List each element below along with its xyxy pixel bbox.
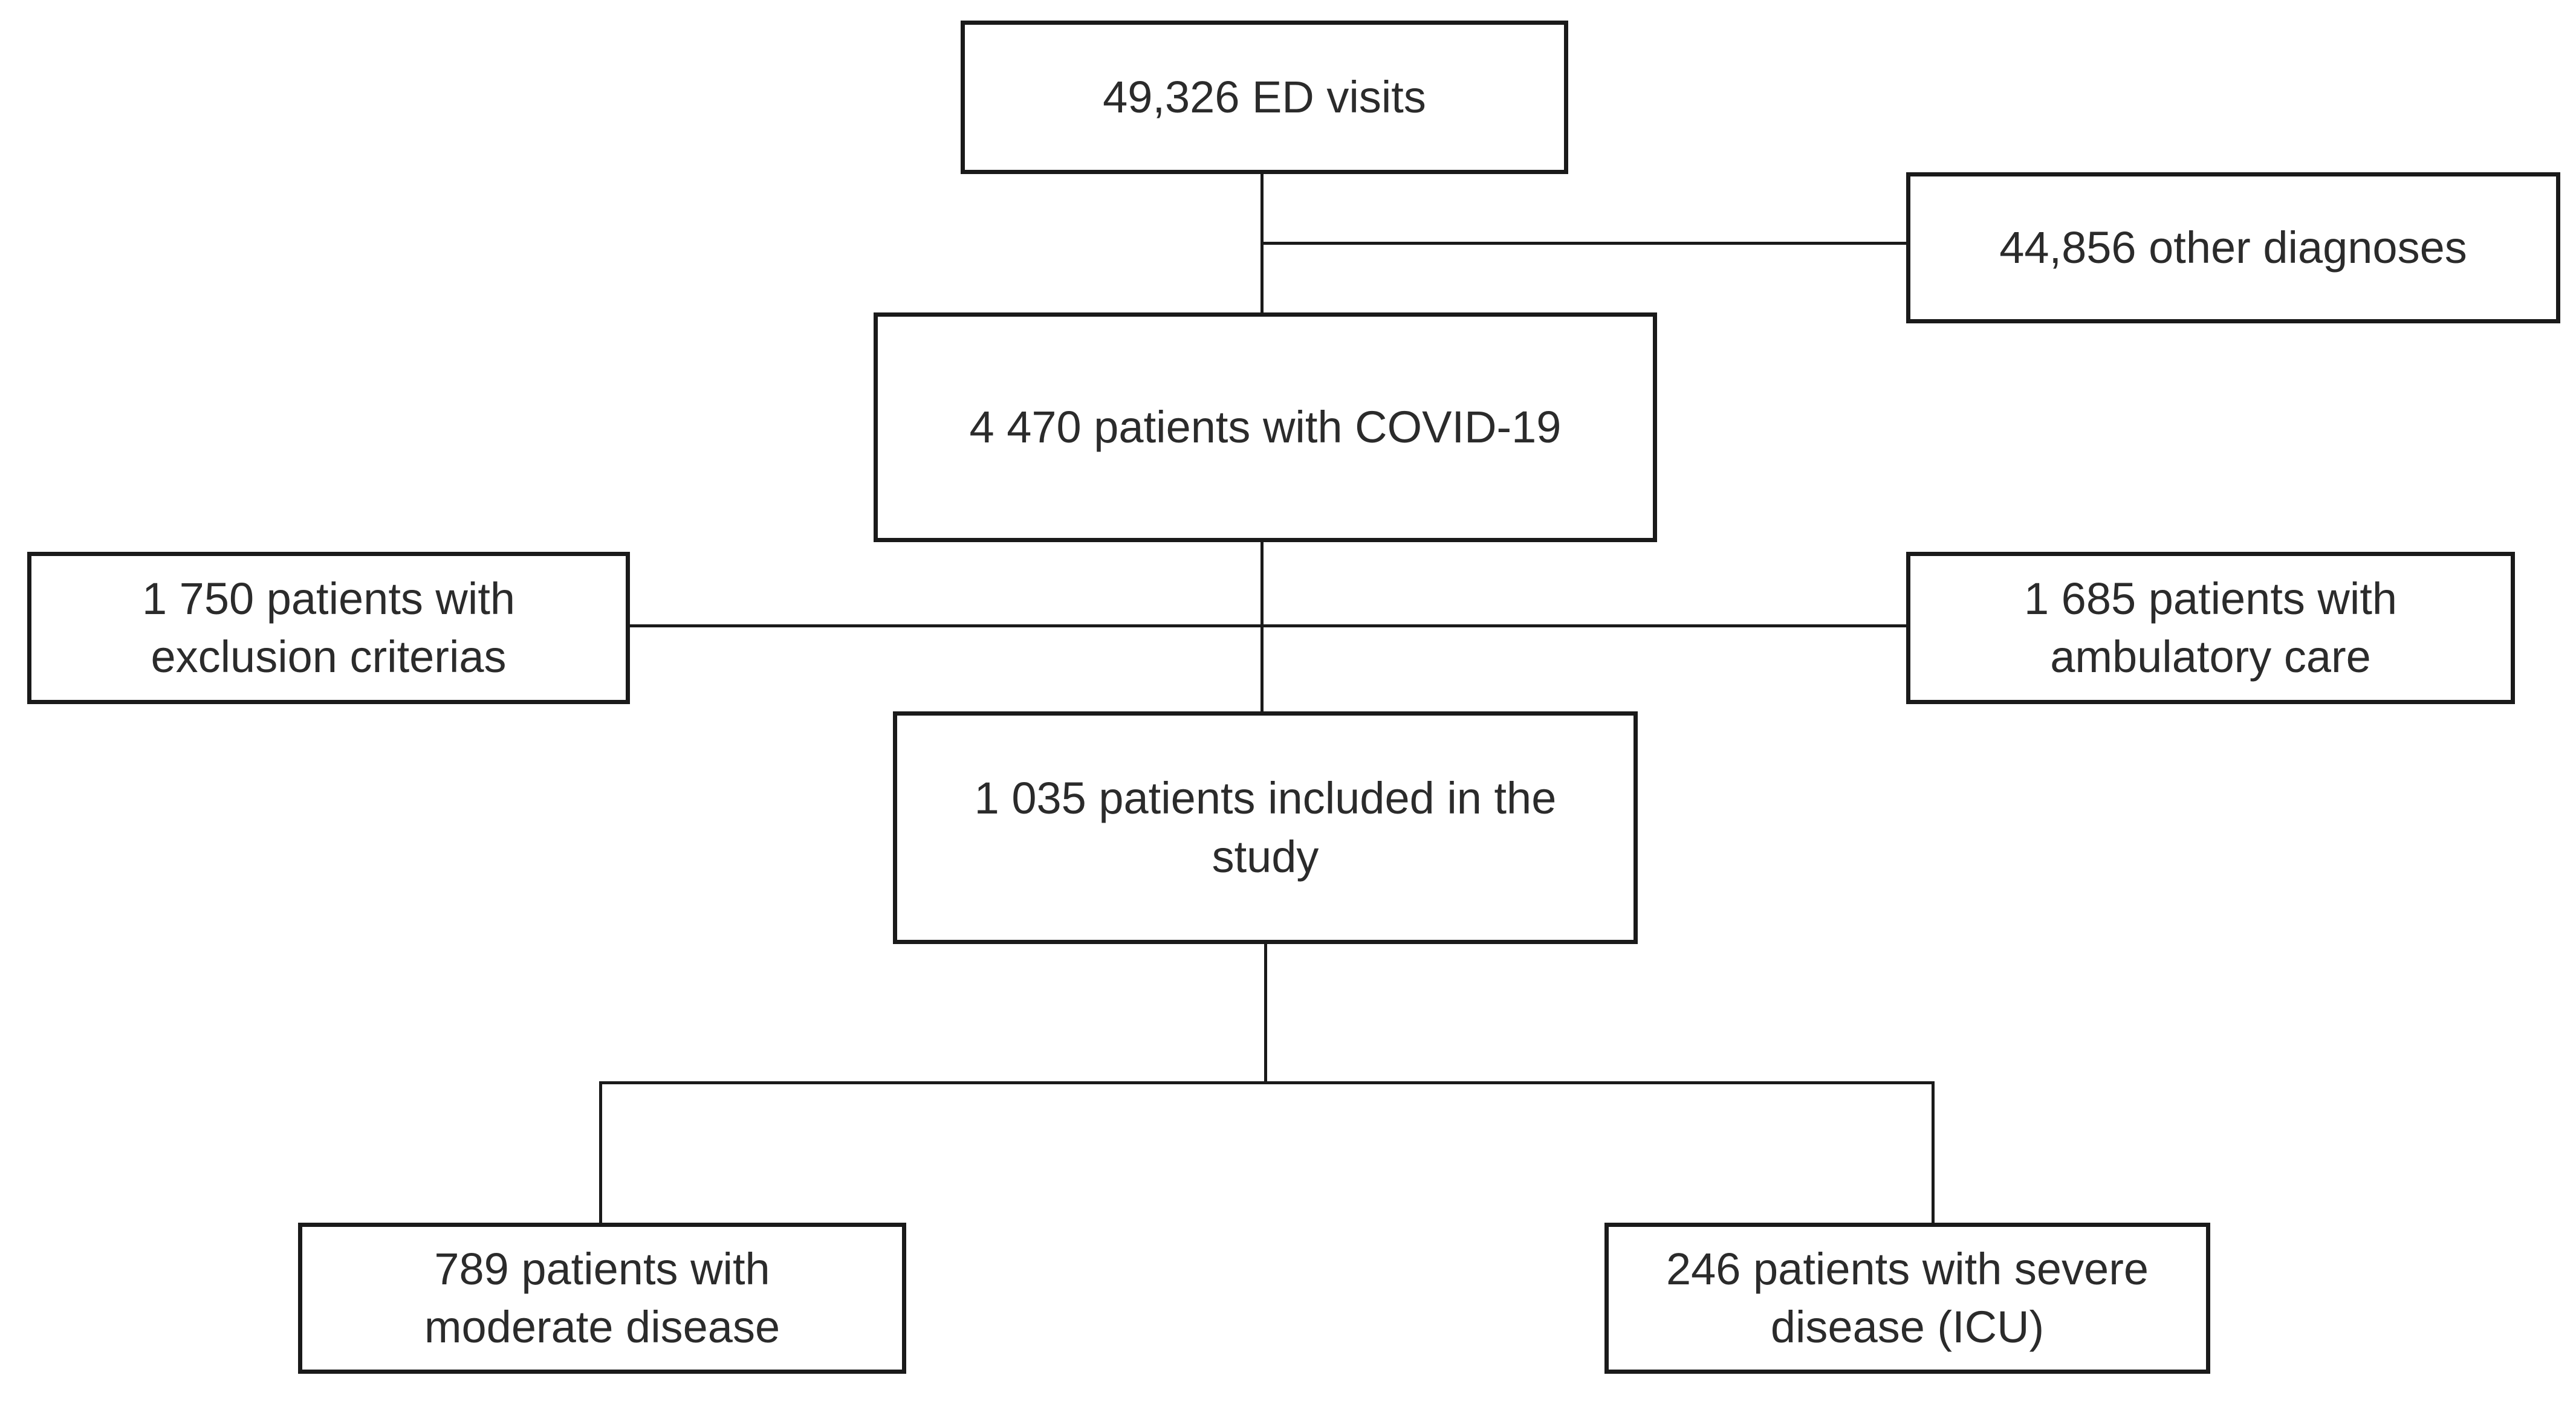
node-ed-visits: 49,326 ED visits <box>961 21 1568 174</box>
connector-branch-other-diagnoses <box>1260 242 1906 245</box>
connector-split-horizontal <box>599 1081 1935 1084</box>
connector-to-moderate-vertical <box>599 1081 602 1223</box>
node-ed-visits-label: 49,326 ED visits <box>1103 71 1426 122</box>
connector-included-down-vertical <box>1264 944 1267 1084</box>
node-severe-disease-icu-line2: disease (ICU) <box>1770 1302 2045 1352</box>
node-ambulatory-care-line2: ambulatory care <box>2050 632 2371 682</box>
node-exclusion-criterias: 1 750 patients with exclusion criterias <box>27 552 630 704</box>
connector-covid-to-included-vertical <box>1260 542 1264 713</box>
node-severe-disease-icu: 246 patients with severe disease (ICU) <box>1604 1223 2210 1374</box>
node-moderate-disease-line2: moderate disease <box>424 1302 780 1352</box>
node-moderate-disease-line1: 789 patients with <box>434 1243 770 1294</box>
node-included-in-study: 1 035 patients included in the study <box>893 711 1638 944</box>
node-included-in-study-line1: 1 035 patients included in the <box>974 773 1557 824</box>
node-covid-patients-label: 4 470 patients with COVID-19 <box>969 401 1562 452</box>
node-included-in-study-line2: study <box>1212 831 1319 882</box>
node-exclusion-criterias-line1: 1 750 patients with <box>141 573 516 624</box>
connector-branch-exclusion-ambulatory <box>630 624 1906 627</box>
node-severe-disease-icu-line1: 246 patients with severe <box>1666 1243 2149 1294</box>
node-moderate-disease: 789 patients with moderate disease <box>298 1223 906 1374</box>
node-ambulatory-care-line1: 1 685 patients with <box>2023 573 2398 624</box>
node-ambulatory-care: 1 685 patients with ambulatory care <box>1906 552 2515 704</box>
node-exclusion-criterias-line2: exclusion criterias <box>151 632 507 682</box>
node-covid-patients: 4 470 patients with COVID-19 <box>874 312 1657 542</box>
node-other-diagnoses: 44,856 other diagnoses <box>1906 172 2560 323</box>
node-other-diagnoses-label: 44,856 other diagnoses <box>1999 222 2467 273</box>
connector-to-severe-vertical <box>1932 1081 1935 1223</box>
